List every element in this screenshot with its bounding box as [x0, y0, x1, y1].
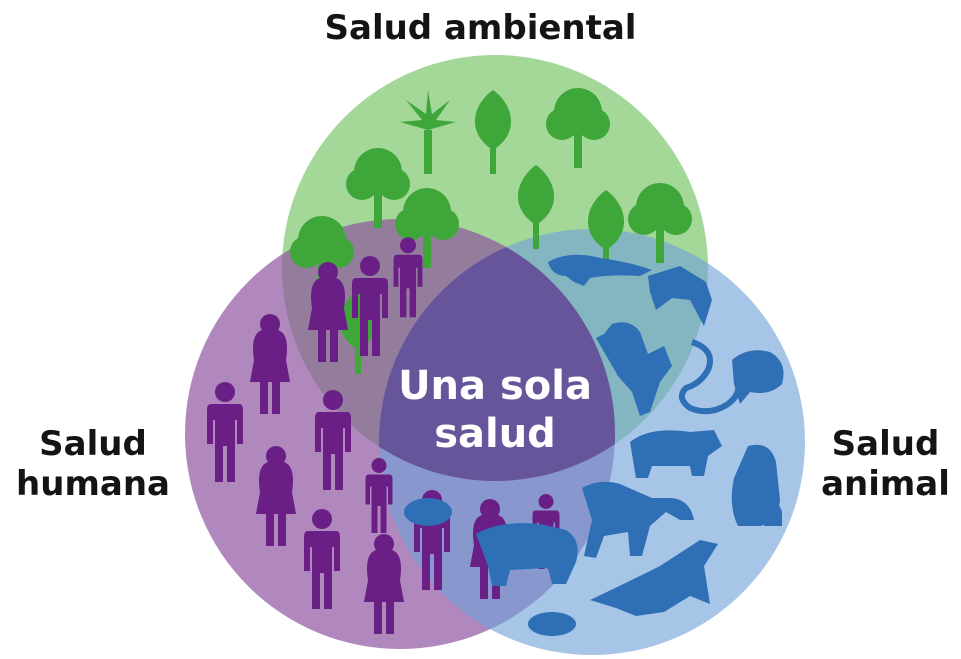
animal-health-label: Salud animal — [821, 424, 950, 504]
animal-icon-group — [404, 254, 784, 636]
monkey-icon — [596, 322, 672, 416]
shark-icon — [590, 540, 718, 616]
human-health-label: Salud humana — [16, 424, 170, 504]
center-overlap-group — [379, 229, 615, 481]
bear-icon — [476, 523, 578, 586]
sea-turtle-icon — [528, 612, 576, 636]
penguin-chick-icon — [764, 501, 782, 526]
bird-icon — [648, 266, 712, 326]
snake-icon — [678, 339, 742, 415]
turtle-icon — [404, 498, 452, 526]
environmental-health-label: Salud ambiental — [324, 8, 637, 48]
tiger-icon — [582, 481, 694, 558]
center-overlap — [379, 229, 615, 481]
otter-icon — [548, 254, 652, 286]
rodent-icon — [732, 350, 784, 404]
rhino-icon — [630, 430, 722, 478]
one-health-center-label: Una sola salud — [398, 363, 592, 457]
